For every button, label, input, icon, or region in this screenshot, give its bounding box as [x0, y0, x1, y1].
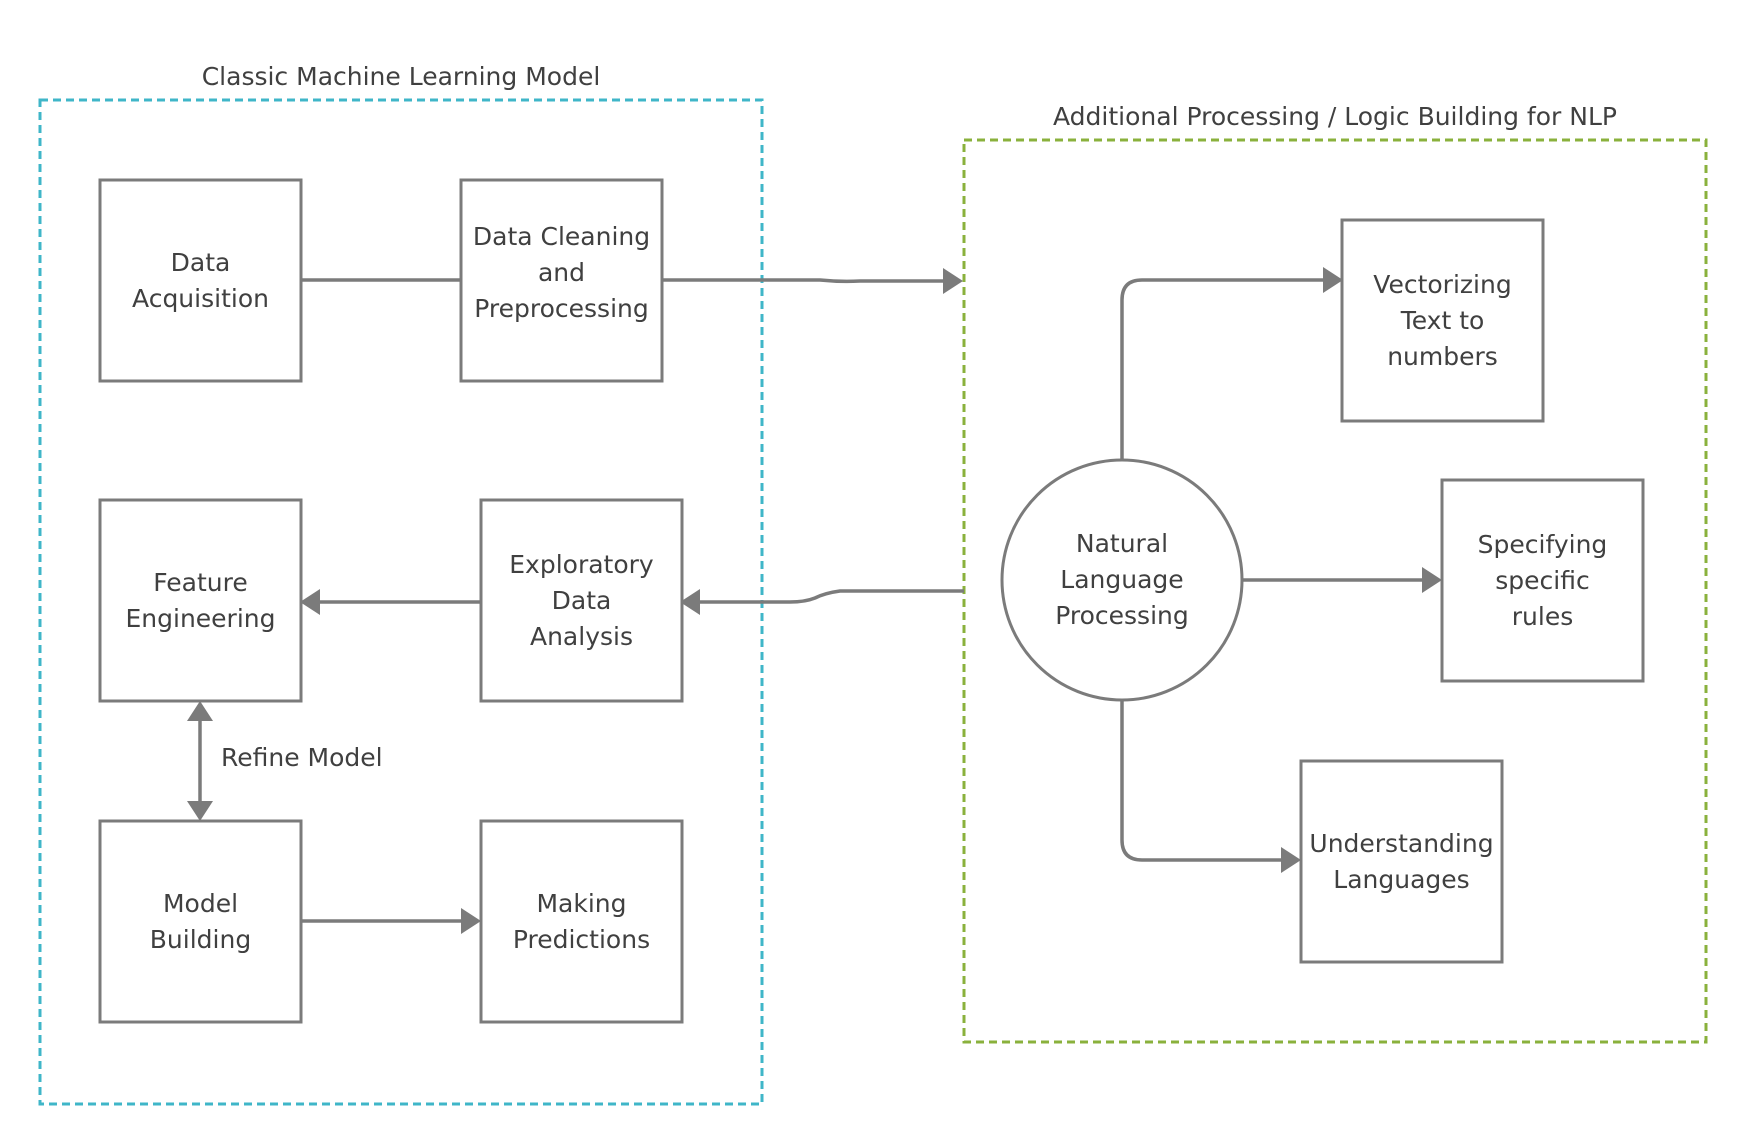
- arrowhead-predictions: [461, 908, 481, 934]
- node-line: Language: [1060, 565, 1184, 594]
- node-eda-box: [479, 498, 684, 703]
- node-line: Engineering: [125, 603, 276, 633]
- node-line: Data: [551, 585, 612, 615]
- node-line: Understanding: [1309, 828, 1494, 858]
- arrowhead-understanding: [1281, 847, 1301, 873]
- arrowhead-vectorizing: [1323, 267, 1343, 293]
- node-line: Exploratory: [509, 549, 654, 579]
- classic-ml-group-title: Classic Machine Learning Model: [201, 62, 601, 91]
- node-line: Predictions: [512, 924, 651, 954]
- node-line: Data: [170, 247, 231, 277]
- arrowhead-rules: [1422, 567, 1442, 593]
- node-line: Feature: [153, 567, 248, 597]
- node-line: Acquisition: [132, 283, 269, 313]
- node-line: Model: [162, 888, 239, 918]
- arrowhead-refine-down: [187, 801, 213, 821]
- arrowhead-eda: [680, 589, 700, 615]
- node-making-predictions-box: [479, 819, 684, 1024]
- node-model-building-box: [98, 819, 303, 1024]
- node-line: Specifying: [1477, 529, 1608, 559]
- node-data-cleaning-box: [459, 178, 664, 383]
- refine-model-label: Refine Model: [221, 743, 383, 772]
- node-line: Analysis: [529, 621, 633, 651]
- node-feature-engineering-box: [98, 498, 303, 703]
- nlp-group-title: Additional Processing / Logic Building f…: [1053, 102, 1617, 131]
- node-specifying-rules: Specifying specific rules: [1442, 480, 1643, 681]
- edge-nlp-to-understanding: [1120, 700, 1282, 862]
- node-vectorizing-box: [1340, 218, 1545, 423]
- arrowhead-feature: [300, 589, 320, 615]
- edge-nlp-group-to-eda: [700, 589, 964, 604]
- node-line: Natural: [1075, 529, 1169, 558]
- node-line: Processing: [1055, 601, 1189, 630]
- edge-cleaning-to-nlp-group: [662, 278, 944, 284]
- node-specifying-rules-box: [1440, 478, 1645, 683]
- node-nlp-circle: [1000, 458, 1244, 702]
- node-line: Text to: [1400, 305, 1485, 335]
- node-line: Data Cleaning: [472, 221, 651, 251]
- node-line: Building: [149, 924, 252, 954]
- node-line: specific: [1495, 565, 1590, 595]
- arrowhead-refine-up: [187, 701, 213, 721]
- node-line: numbers: [1387, 341, 1498, 371]
- node-understanding-languages-box: [1299, 759, 1504, 964]
- node-line: Languages: [1333, 864, 1470, 894]
- node-line: Preprocessing: [474, 293, 649, 323]
- node-data-acquisition-box: [98, 178, 303, 383]
- node-line: and: [537, 257, 586, 287]
- node-line: Making: [536, 888, 627, 918]
- arrowhead-nlp-group: [943, 268, 963, 294]
- edge-nlp-to-vectorizing: [1120, 278, 1324, 460]
- node-line: Vectorizing: [1373, 269, 1512, 299]
- node-line: rules: [1511, 601, 1574, 631]
